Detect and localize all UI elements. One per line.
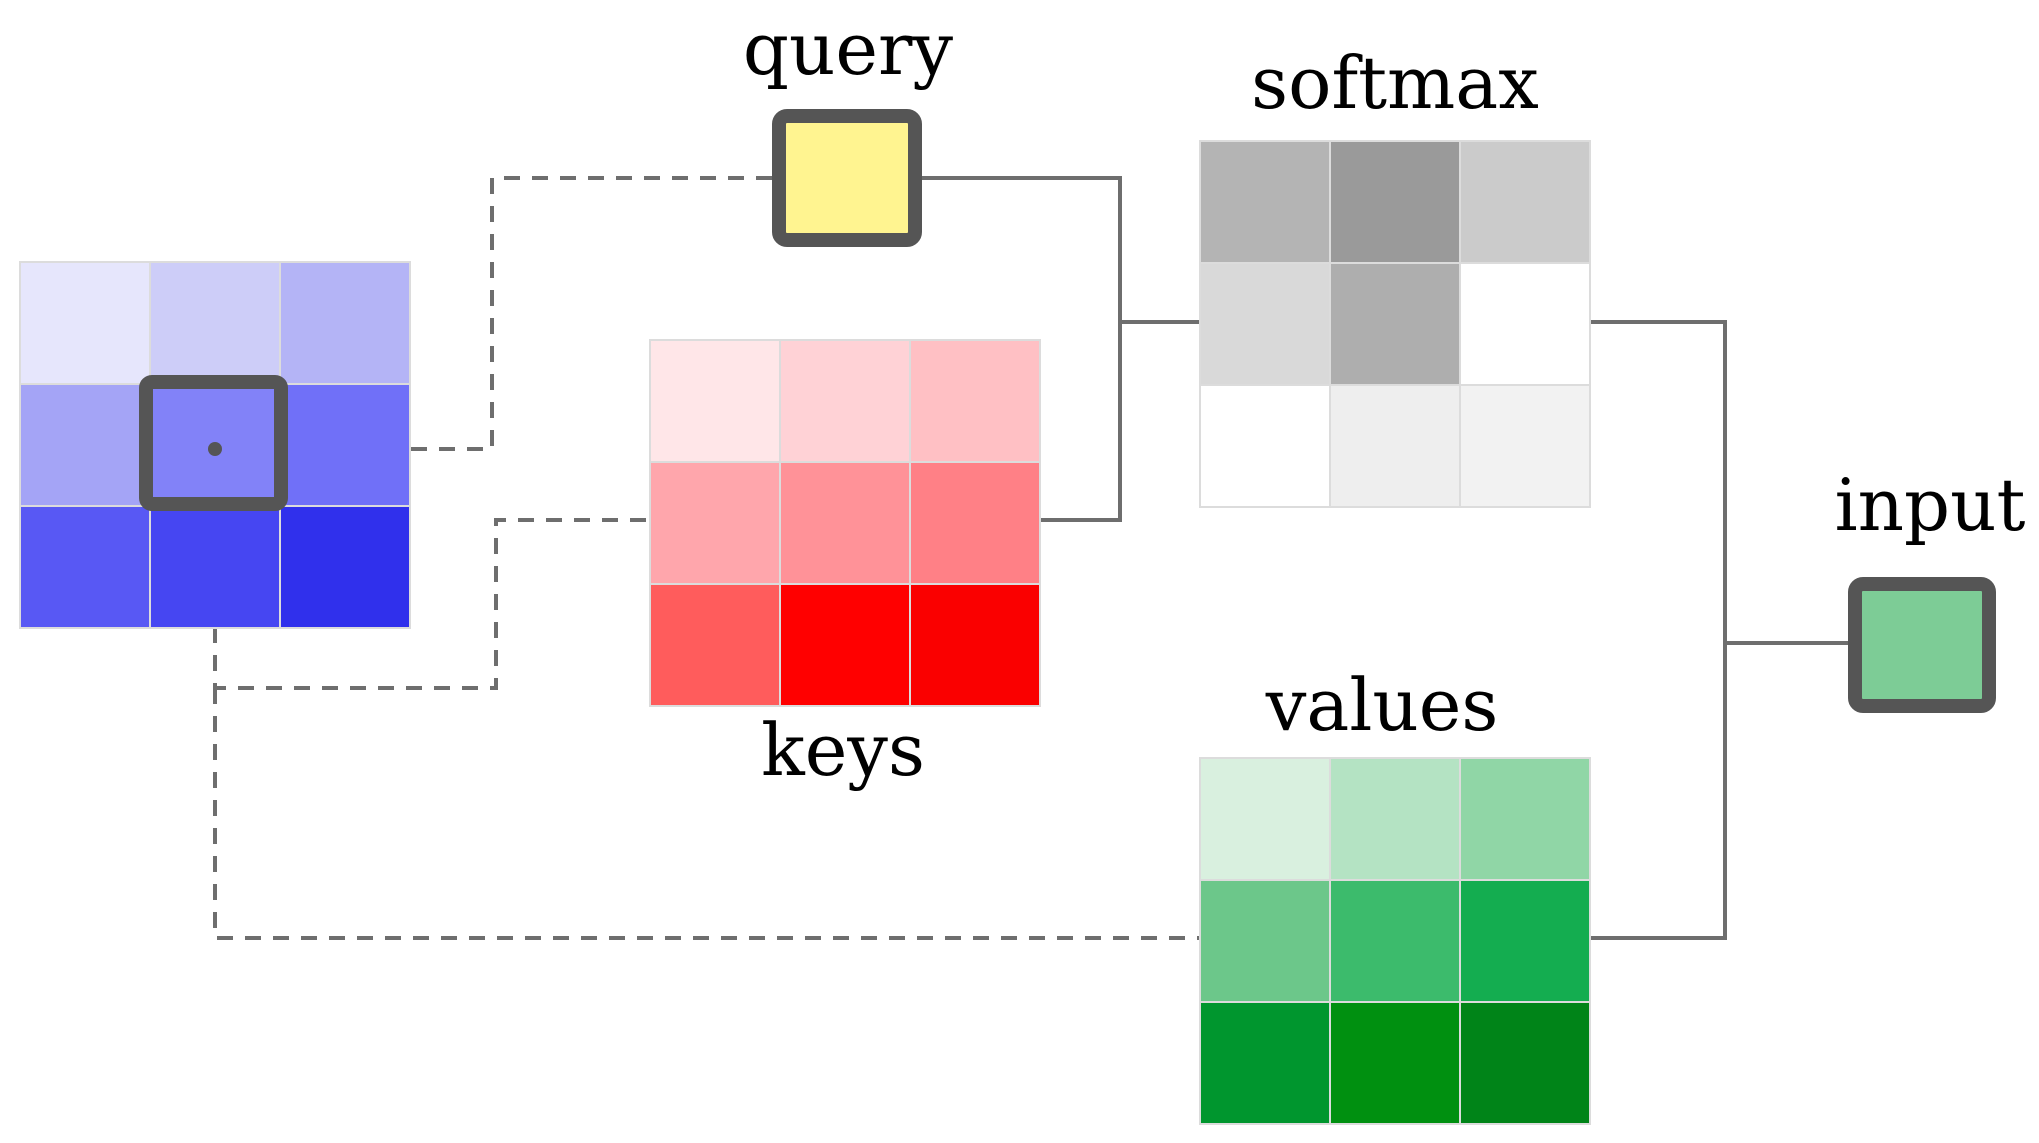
label-query: query bbox=[743, 7, 953, 91]
connector-keys-softmax bbox=[1040, 322, 1122, 522]
source-grid bbox=[19, 261, 411, 629]
connectors bbox=[208, 176, 1850, 940]
softmax-cell bbox=[1199, 384, 1331, 508]
values-cell bbox=[1329, 757, 1461, 881]
softmax-cell bbox=[1459, 262, 1591, 386]
values-cell bbox=[1459, 757, 1591, 881]
keys-cell bbox=[649, 461, 781, 585]
source-cell bbox=[19, 261, 151, 385]
softmax-cell bbox=[1199, 140, 1331, 264]
softmax-cell bbox=[1459, 140, 1591, 264]
source-center-highlight bbox=[139, 375, 288, 511]
dashed-connector-keys bbox=[213, 518, 650, 690]
source-center-dot-top bbox=[208, 442, 222, 456]
keys-cell bbox=[649, 339, 781, 463]
keys-cell bbox=[909, 583, 1041, 707]
label-values: values bbox=[1265, 663, 1499, 747]
input-box bbox=[1848, 577, 1996, 713]
connector-softmax-input bbox=[1590, 320, 1850, 645]
values-cell bbox=[1199, 757, 1331, 881]
dashed-connector-query bbox=[215, 176, 772, 451]
values-grid bbox=[1199, 757, 1591, 1125]
source-cell bbox=[279, 383, 411, 507]
keys-cell bbox=[909, 461, 1041, 585]
values-cell bbox=[1199, 879, 1331, 1003]
label-softmax: softmax bbox=[1251, 41, 1539, 125]
source-cell bbox=[279, 261, 411, 385]
source-cell bbox=[19, 505, 151, 629]
connector-values-input bbox=[1590, 643, 1727, 940]
dashed-connector-values bbox=[213, 688, 1200, 940]
softmax-cell bbox=[1459, 384, 1591, 508]
softmax-cell bbox=[1329, 140, 1461, 264]
source-cell bbox=[19, 383, 151, 507]
label-keys: keys bbox=[761, 708, 925, 792]
label-input: input bbox=[1835, 463, 2026, 547]
values-cell bbox=[1329, 879, 1461, 1003]
keys-grid bbox=[649, 339, 1041, 707]
connector-query-softmax bbox=[920, 176, 1200, 324]
keys-cell bbox=[779, 461, 911, 585]
softmax-cell bbox=[1199, 262, 1331, 386]
source-cell bbox=[149, 261, 281, 385]
values-cell bbox=[1459, 1001, 1591, 1125]
source-cell bbox=[149, 505, 281, 629]
keys-cell bbox=[779, 583, 911, 707]
values-cell bbox=[1199, 1001, 1331, 1125]
keys-cell bbox=[909, 339, 1041, 463]
softmax-cell bbox=[1329, 384, 1461, 508]
keys-cell bbox=[649, 583, 781, 707]
softmax-cell bbox=[1329, 262, 1461, 386]
query-box bbox=[772, 109, 922, 247]
values-cell bbox=[1459, 879, 1591, 1003]
softmax-grid bbox=[1199, 140, 1591, 508]
values-cell bbox=[1329, 1001, 1461, 1125]
source-cell bbox=[279, 505, 411, 629]
keys-cell bbox=[779, 339, 911, 463]
